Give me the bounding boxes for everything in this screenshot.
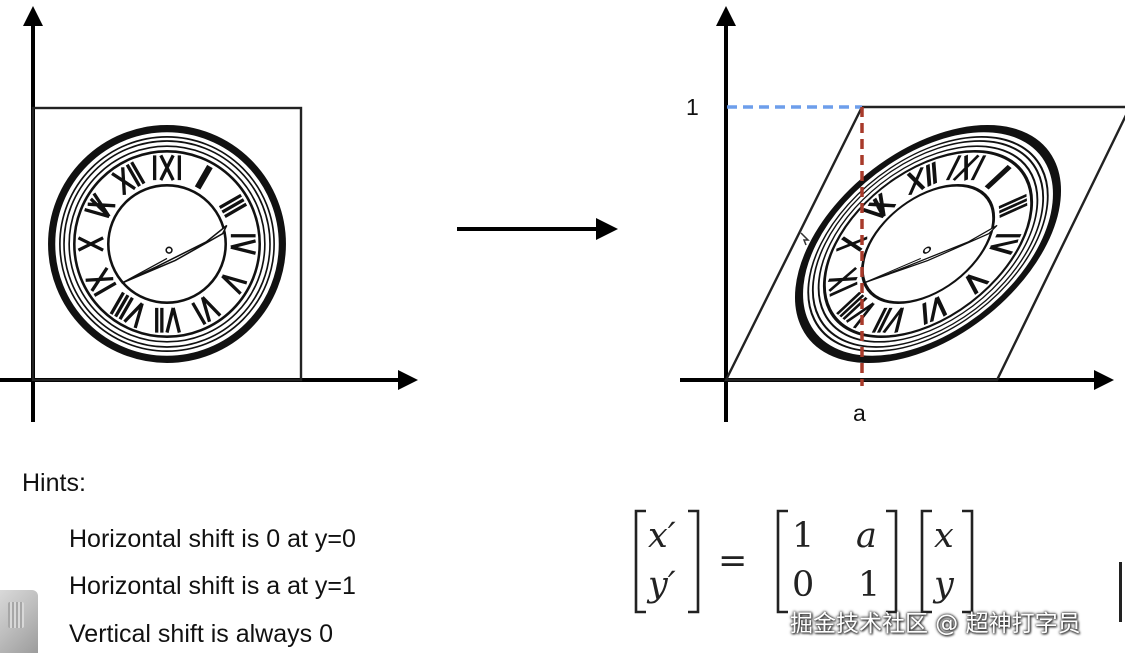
left-panel: [0, 6, 418, 422]
edge-mark: [1119, 562, 1122, 622]
right-arrow-icon: [457, 218, 618, 240]
hint-item: Horizontal shift is a at y=1: [69, 572, 356, 600]
matrix-cell-00: 1: [792, 516, 814, 556]
bracket-right-open: [920, 509, 932, 614]
rhs-x: x: [934, 516, 954, 556]
webcam-thumbnail: [0, 590, 38, 653]
x-tick-label: a: [853, 400, 866, 426]
matrix-cell-10: 0: [792, 565, 814, 605]
bracket-right-close: [962, 509, 974, 614]
bracket-left-close: [688, 509, 700, 614]
shear-equation: x′ y′ = 1 a 0 1 x y: [634, 509, 974, 614]
matrix-cell-01: a: [856, 516, 877, 556]
bracket-left-open: [634, 509, 646, 614]
cursor-icon: [800, 232, 810, 246]
y-tick-label: 1: [686, 94, 699, 120]
lhs-x: x′: [648, 516, 676, 556]
lhs-y: y′: [646, 565, 676, 605]
bracket-matrix-close: [886, 509, 898, 614]
watermark: 掘金技术社区 @ 超神打字员: [790, 611, 1081, 637]
hint-item: Horizontal shift is 0 at y=0: [69, 525, 356, 553]
hints-title: Hints:: [22, 469, 86, 497]
bracket-matrix-open: [776, 509, 788, 614]
unit-square: [31, 106, 303, 382]
clock-icon: [52, 129, 283, 360]
hint-item: Vertical shift is always 0: [69, 620, 333, 648]
clock-icon: [755, 129, 1101, 360]
webcam-image: [8, 602, 24, 628]
rhs-y: y: [932, 565, 955, 605]
equals-sign: =: [718, 541, 747, 581]
right-panel: [680, 6, 1125, 422]
sheared-parallelogram: [724, 105, 1125, 382]
matrix-cell-11: 1: [858, 565, 880, 605]
